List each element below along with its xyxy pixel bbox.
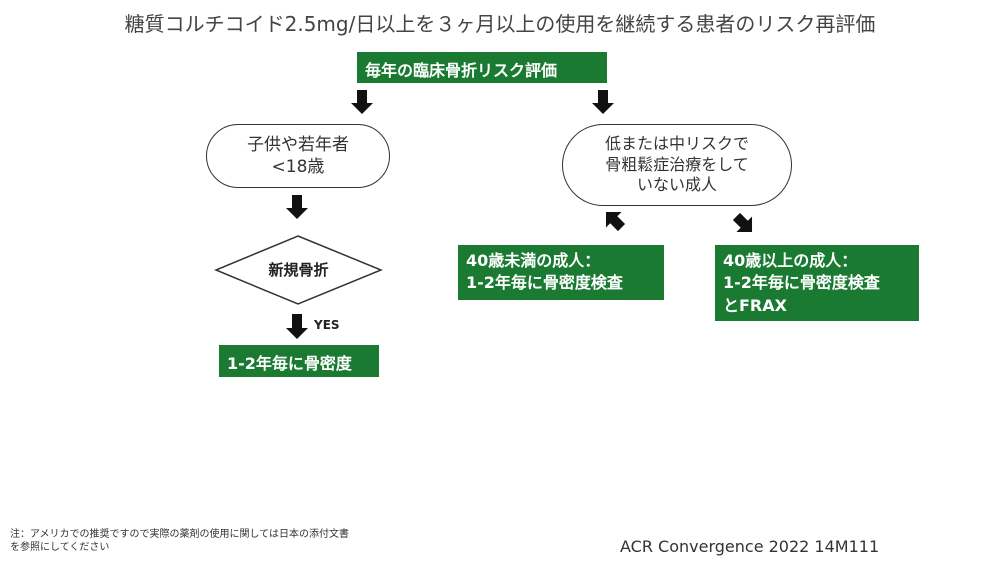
children-result-box: 1-2年毎に骨密度	[219, 345, 379, 377]
arrow-to-children-result	[286, 314, 308, 339]
yes-label: YES	[314, 318, 340, 332]
under-40-adults-box: 40歳未満の成人： 1-2年毎に骨密度検査	[458, 245, 664, 300]
footnote: 注：アメリカでの推奨ですので実際の薬剤の使用に関しては日本の添付文書 を参照にし…	[10, 529, 349, 553]
root-box-annual-fracture-risk: 毎年の臨床骨折リスク評価	[357, 52, 607, 83]
arrow-to-under-40	[605, 211, 626, 232]
page-title: 糖質コルチコイド2.5mg/日以上を３ヶ月以上の使用を継続する患者のリスク再評価	[124, 12, 876, 36]
arrow-to-children	[351, 90, 373, 114]
low-mid-risk-adults-node: 低または中リスクで 骨粗鬆症治療をして いない成人	[562, 124, 792, 206]
over-40-adults-box: 40歳以上の成人： 1-2年毎に骨密度検査 とFRAX	[715, 245, 919, 321]
arrow-to-adults	[592, 90, 614, 114]
new-fracture-label: 新規骨折	[268, 261, 329, 279]
children-young-adults-node: 子供や若年者 <18歳	[206, 124, 390, 188]
credit-label: ACR Convergence 2022 14M111	[620, 537, 880, 556]
arrow-to-decision	[286, 195, 308, 219]
decision-diamond	[214, 235, 383, 305]
arrow-to-over-40	[732, 212, 753, 233]
